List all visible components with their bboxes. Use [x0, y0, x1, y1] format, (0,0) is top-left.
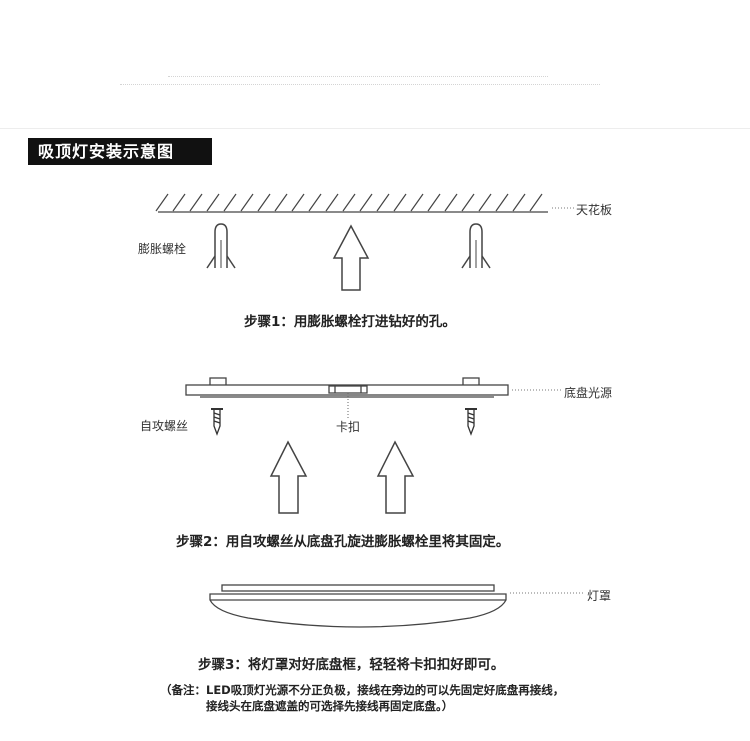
up-arrow-step1 — [332, 224, 370, 291]
header-divider-line — [168, 76, 548, 77]
label-ceiling: 天花板 — [576, 203, 613, 217]
chassis-plate — [185, 377, 509, 398]
hatch-mark — [274, 193, 288, 212]
hatch-mark — [495, 193, 509, 212]
label-expansion-bolt: 膨胀螺栓 — [138, 242, 187, 256]
hatch-mark — [342, 193, 356, 212]
hatch-mark — [427, 193, 441, 212]
step-3-text: 步骤3：将灯罩对好底盘框，轻轻将卡扣扣好即可。 — [198, 657, 505, 673]
note-line-2: 接线头在底盘遮盖的可选择先接线再固定底盘。） — [206, 699, 454, 713]
hatch-mark — [308, 193, 322, 212]
hatch-mark — [172, 193, 186, 212]
expansion-bolt-right — [461, 223, 491, 269]
label-self-tapping-screw: 自攻螺丝 — [140, 419, 189, 433]
hatch-mark — [410, 193, 424, 212]
hatch-mark — [529, 193, 543, 212]
lampshade — [209, 584, 507, 628]
label-clip: 卡扣 — [336, 420, 361, 434]
up-arrow-step2-left — [269, 440, 308, 514]
self-tapping-screw-left — [211, 408, 223, 436]
hatch-mark — [291, 193, 305, 212]
self-tapping-screw-right — [465, 408, 477, 436]
ceiling-hatch — [155, 193, 548, 213]
hatch-mark — [376, 193, 390, 212]
hatch-mark — [189, 193, 203, 212]
hatch-mark — [155, 193, 169, 212]
step-1-text: 步骤1：用膨胀螺栓打进钻好的孔。 — [244, 314, 456, 330]
hatch-mark — [240, 193, 254, 212]
up-arrow-step2-right — [376, 440, 415, 514]
hatch-mark — [257, 193, 271, 212]
hatch-mark — [359, 193, 373, 212]
expansion-bolt-left — [206, 223, 236, 269]
hatch-mark — [478, 193, 492, 212]
hatch-mark — [461, 193, 475, 212]
hatch-mark — [223, 193, 237, 212]
label-lampshade: 灯罩 — [587, 589, 612, 603]
top-rule — [0, 128, 750, 129]
page-title: 吸顶灯安装示意图 — [28, 138, 212, 165]
step-2-text: 步骤2：用自攻螺丝从底盘孔旋进膨胀螺栓里将其固定。 — [176, 534, 510, 550]
hatch-mark — [325, 193, 339, 212]
hatch-mark — [512, 193, 526, 212]
label-chassis-light: 底盘光源 — [564, 386, 613, 400]
note-line-1: （备注：LED吸顶灯光源不分正负极，接线在旁边的可以先固定好底盘再接线， — [160, 683, 565, 697]
hatch-mark — [393, 193, 407, 212]
hatch-mark — [444, 193, 458, 212]
header-divider-line — [120, 84, 600, 85]
hatch-mark — [206, 193, 220, 212]
